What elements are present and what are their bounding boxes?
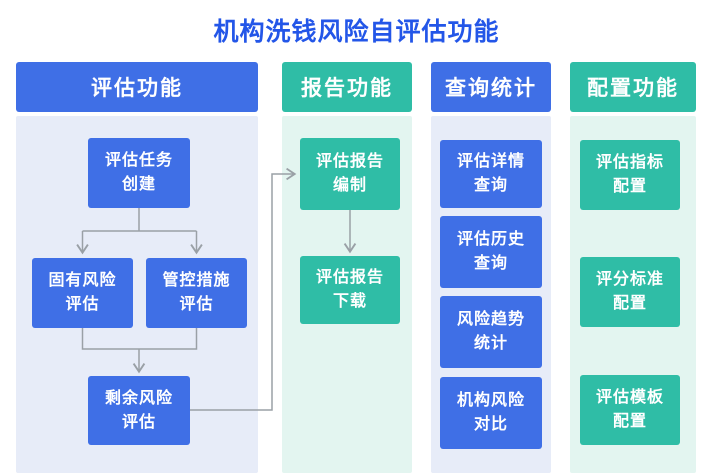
node-label-line: 评估详情 xyxy=(456,153,525,170)
node-residual-risk-assessment: 剩余风险 评估 xyxy=(88,376,190,445)
node-label-line: 配置 xyxy=(612,413,647,430)
diagram-title: 机构洗钱风险自评估功能 xyxy=(213,18,500,46)
node-label-line: 统计 xyxy=(473,335,508,352)
node-label-line: 编制 xyxy=(332,177,367,194)
node-label-line: 下载 xyxy=(332,293,367,310)
column-header-config: 配置功能 xyxy=(570,62,696,112)
node-assessment-detail-query: 评估详情 查询 xyxy=(440,140,542,208)
node-label-line: 评估 xyxy=(65,296,100,313)
node-label-line: 固有风险 xyxy=(48,272,117,289)
node-label-line: 对比 xyxy=(473,416,508,433)
node-assessment-template-config: 评估模板 配置 xyxy=(580,375,680,445)
node-label-line: 风险趋势 xyxy=(456,311,525,328)
node-label-line: 评分标准 xyxy=(595,271,664,288)
node-label-line: 评估历史 xyxy=(456,231,525,248)
node-label-line: 评估 xyxy=(179,296,214,313)
node-label-line: 评估报告 xyxy=(315,269,384,286)
node-scoring-standard-config: 评分标准 配置 xyxy=(580,257,680,327)
node-risk-trend-statistics: 风险趋势 统计 xyxy=(440,296,542,368)
node-label-line: 评估模板 xyxy=(595,389,664,406)
column-header-query-stats: 查询统计 xyxy=(431,62,551,112)
node-label-line: 查询 xyxy=(473,177,508,194)
node-label-line: 评估指标 xyxy=(595,154,664,171)
node-assessment-task-creation: 评估任务 创建 xyxy=(88,138,190,208)
node-label-line: 机构风险 xyxy=(456,392,525,409)
node-label-line: 配置 xyxy=(612,295,647,312)
column-header-report: 报告功能 xyxy=(282,62,412,112)
node-assessment-history-query: 评估历史 查询 xyxy=(440,216,542,288)
node-label-line: 评估报告 xyxy=(315,153,384,170)
node-label-line: 评估任务 xyxy=(104,152,173,169)
node-label-line: 评估 xyxy=(121,413,156,431)
node-label-line: 配置 xyxy=(612,178,647,195)
node-control-measures-assessment: 管控措施 评估 xyxy=(146,258,247,328)
node-label-line: 查询 xyxy=(473,255,508,272)
node-report-download: 评估报告 下载 xyxy=(300,256,400,324)
node-label-line: 创建 xyxy=(121,176,156,193)
node-label-line: 管控措施 xyxy=(162,272,231,289)
column-header-assessment: 评估功能 xyxy=(16,62,258,112)
node-report-preparation: 评估报告 编制 xyxy=(300,138,400,210)
node-institution-risk-comparison: 机构风险 对比 xyxy=(440,377,542,449)
node-label-line: 剩余风险 xyxy=(104,389,173,407)
node-inherent-risk-assessment: 固有风险 评估 xyxy=(32,258,133,328)
node-assessment-indicator-config: 评估指标 配置 xyxy=(580,140,680,210)
